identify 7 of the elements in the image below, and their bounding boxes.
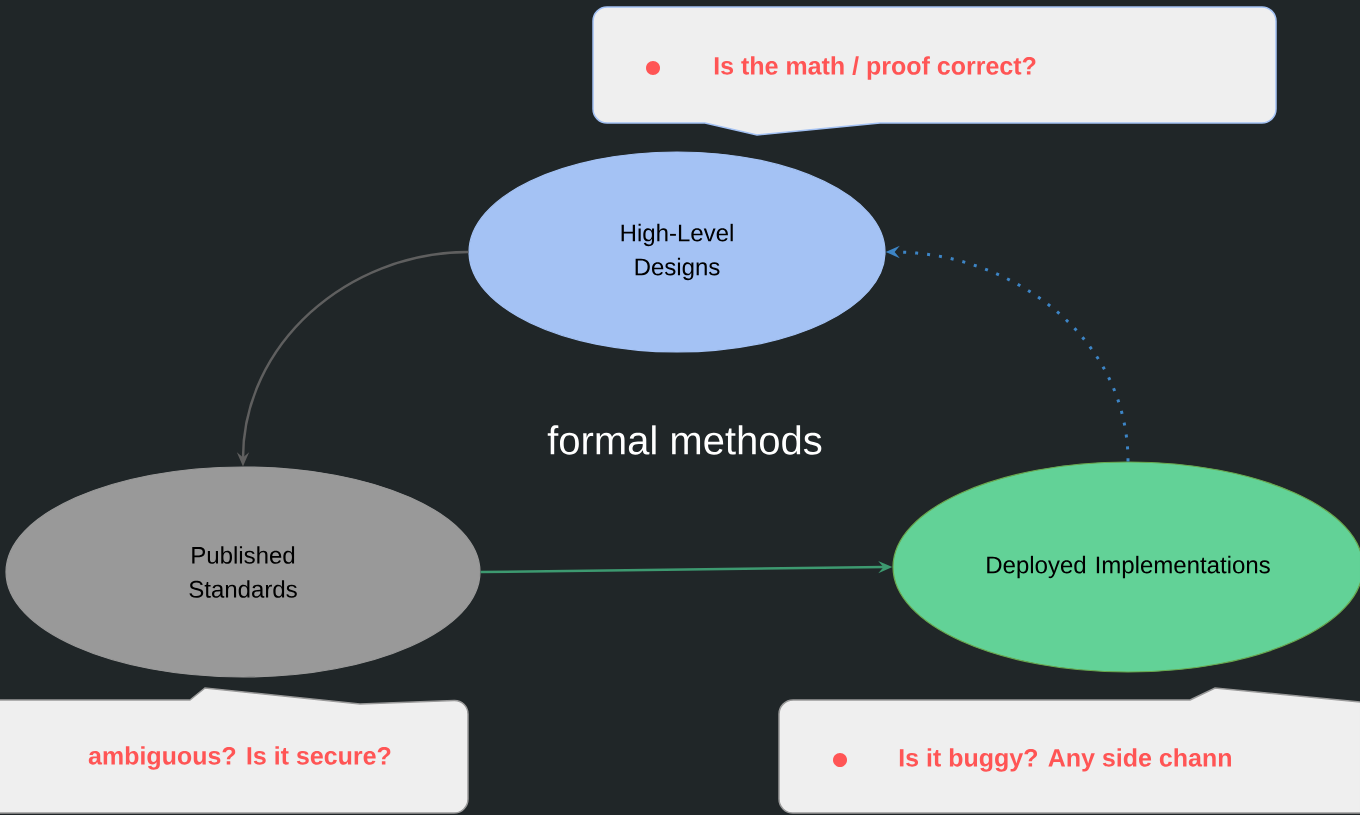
center-label: formal methods: [547, 425, 822, 455]
callout: Is the math / proof correct?: [592, 6, 1277, 136]
ellipse-node: Deployed Implementations: [892, 461, 1360, 673]
callout: Is it buggy? Any side chann: [778, 687, 1360, 814]
callout: ambiguous? Is it secure?: [0, 687, 469, 814]
ellipse-node: Published Standards: [5, 466, 481, 678]
ellipse-node: High-Level Designs: [468, 151, 886, 353]
